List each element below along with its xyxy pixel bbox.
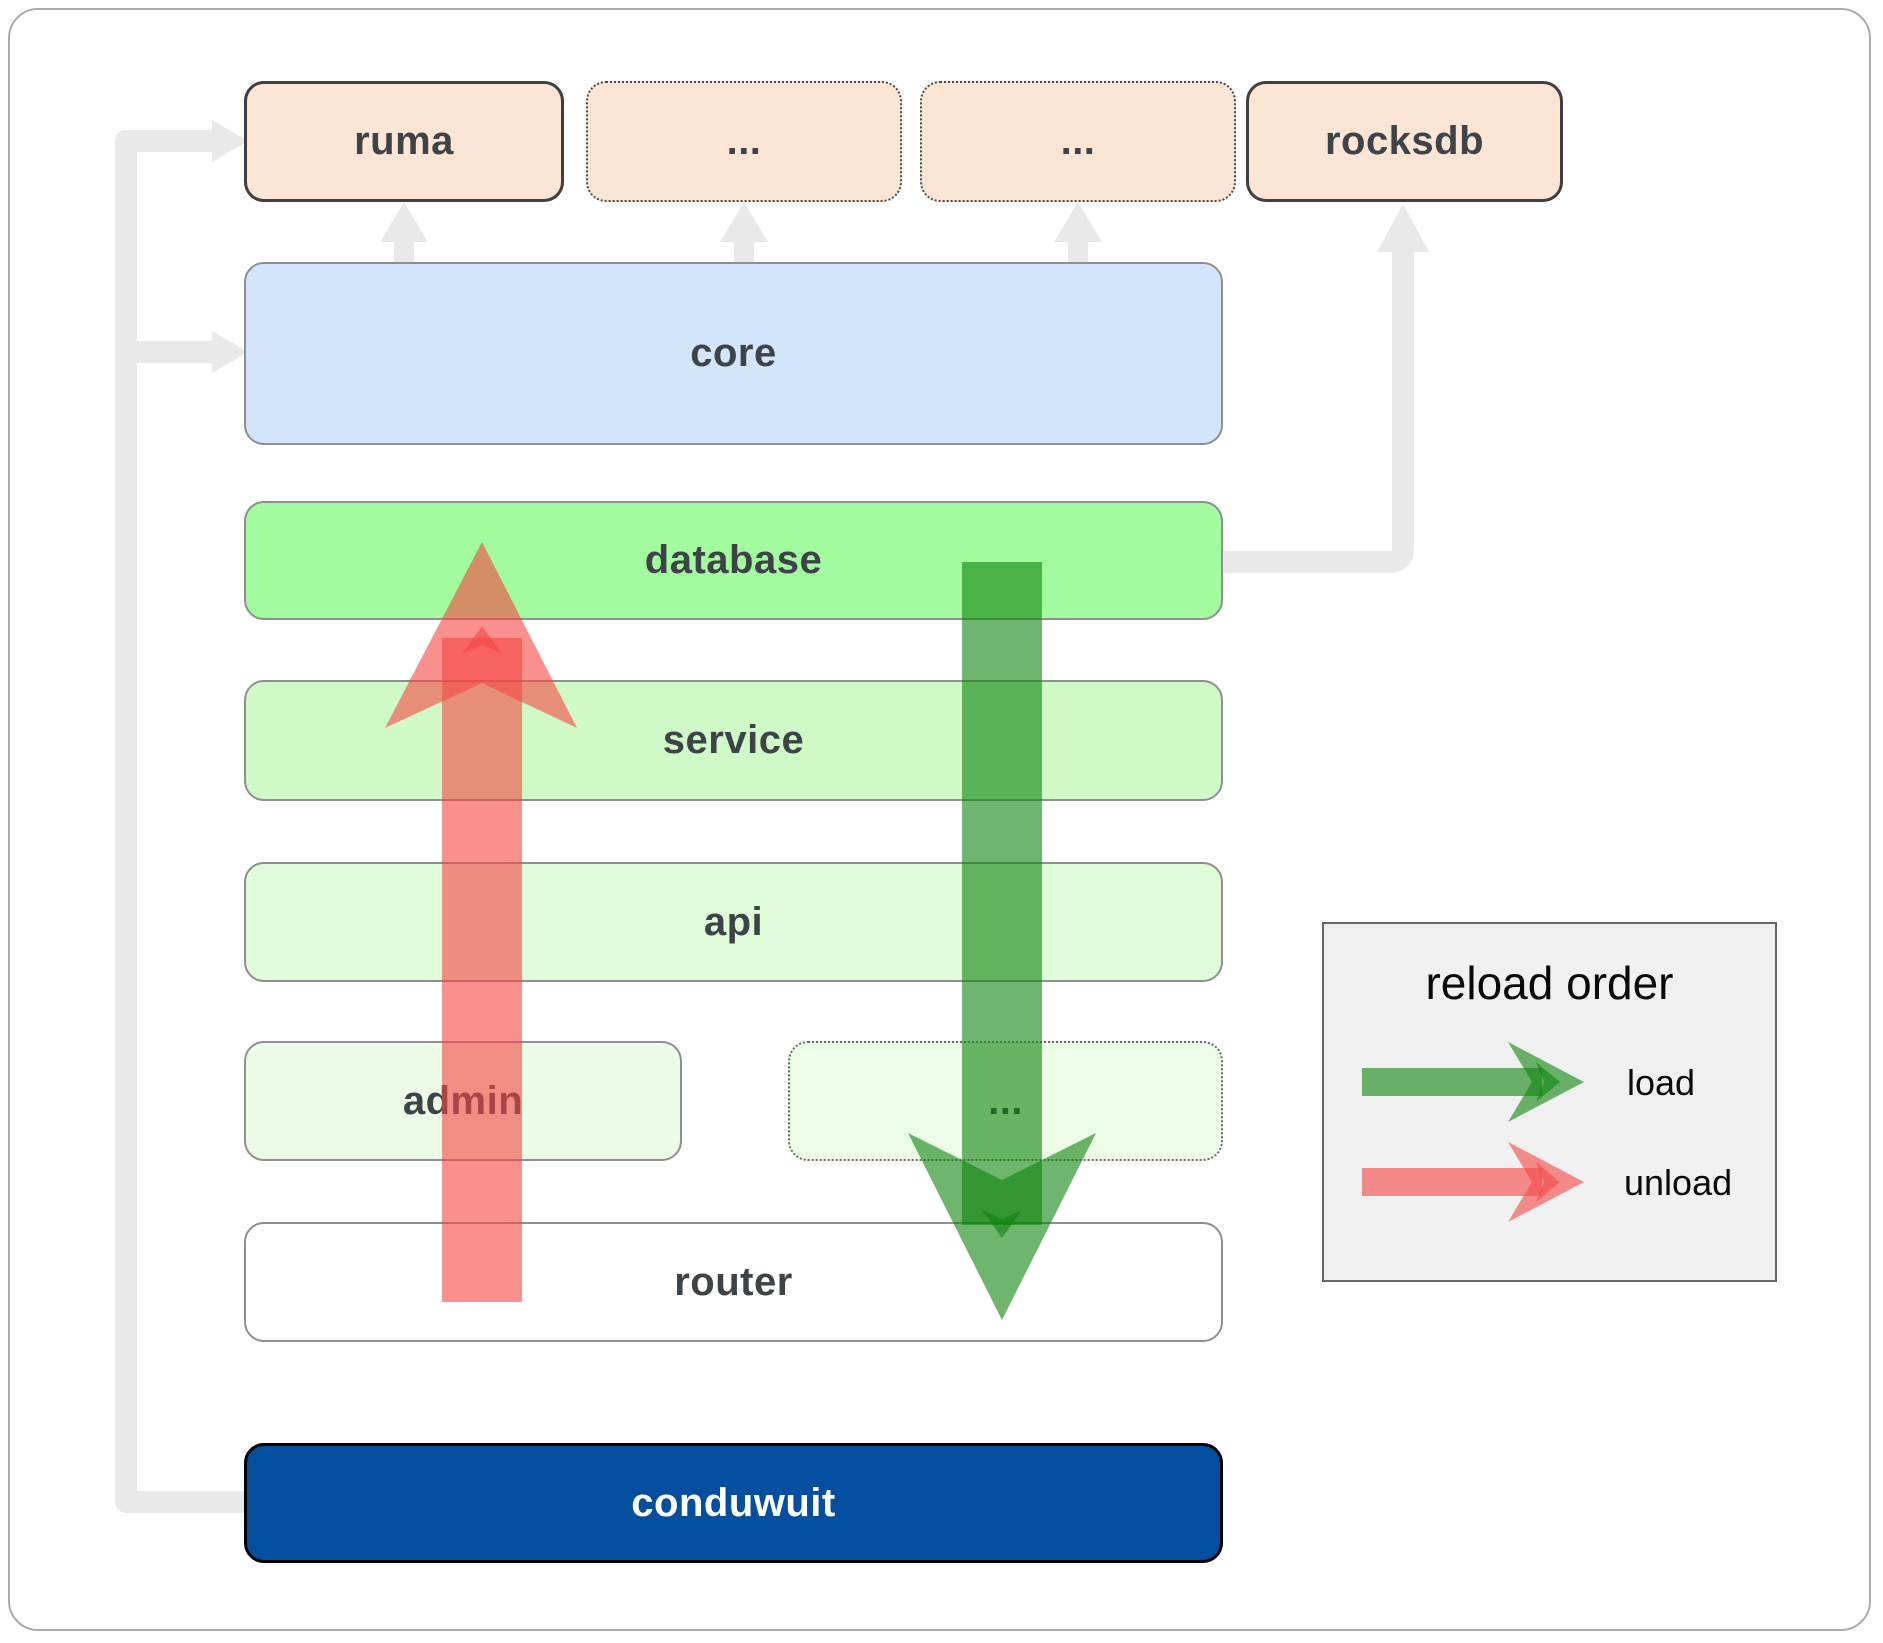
node-database: database bbox=[244, 501, 1223, 620]
node-ruma: ruma bbox=[244, 81, 564, 202]
node-api: api bbox=[244, 862, 1223, 982]
node-label: ... bbox=[726, 119, 762, 163]
node-ellipsis-top-2: ... bbox=[920, 81, 1236, 202]
node-label: rocksdb bbox=[1324, 119, 1485, 163]
node-label: ... bbox=[1060, 119, 1096, 163]
node-router: router bbox=[244, 1222, 1223, 1342]
node-ellipsis-admin-row: ... bbox=[788, 1041, 1223, 1161]
node-label: database bbox=[644, 538, 823, 582]
node-label: service bbox=[662, 718, 805, 762]
node-label: ruma bbox=[354, 119, 454, 163]
node-label: core bbox=[690, 331, 777, 375]
node-conduwuit: conduwuit bbox=[244, 1443, 1223, 1563]
node-label: admin bbox=[402, 1078, 524, 1123]
node-service: service bbox=[244, 680, 1223, 801]
legend-box: reload order load unload bbox=[1322, 922, 1777, 1282]
node-label: router bbox=[674, 1259, 793, 1304]
node-admin: admin bbox=[244, 1041, 682, 1161]
node-label: ... bbox=[988, 1078, 1023, 1123]
outer-frame bbox=[8, 8, 1871, 1631]
legend-load-label: load bbox=[1627, 1062, 1696, 1103]
node-label: conduwuit bbox=[631, 1480, 836, 1525]
legend-unload-label: unload bbox=[1624, 1162, 1733, 1203]
node-ellipsis-top-1: ... bbox=[586, 81, 902, 202]
node-label: api bbox=[703, 899, 764, 944]
node-rocksdb: rocksdb bbox=[1246, 81, 1563, 202]
node-core: core bbox=[244, 262, 1223, 445]
legend-title: reload order bbox=[1425, 957, 1674, 1009]
